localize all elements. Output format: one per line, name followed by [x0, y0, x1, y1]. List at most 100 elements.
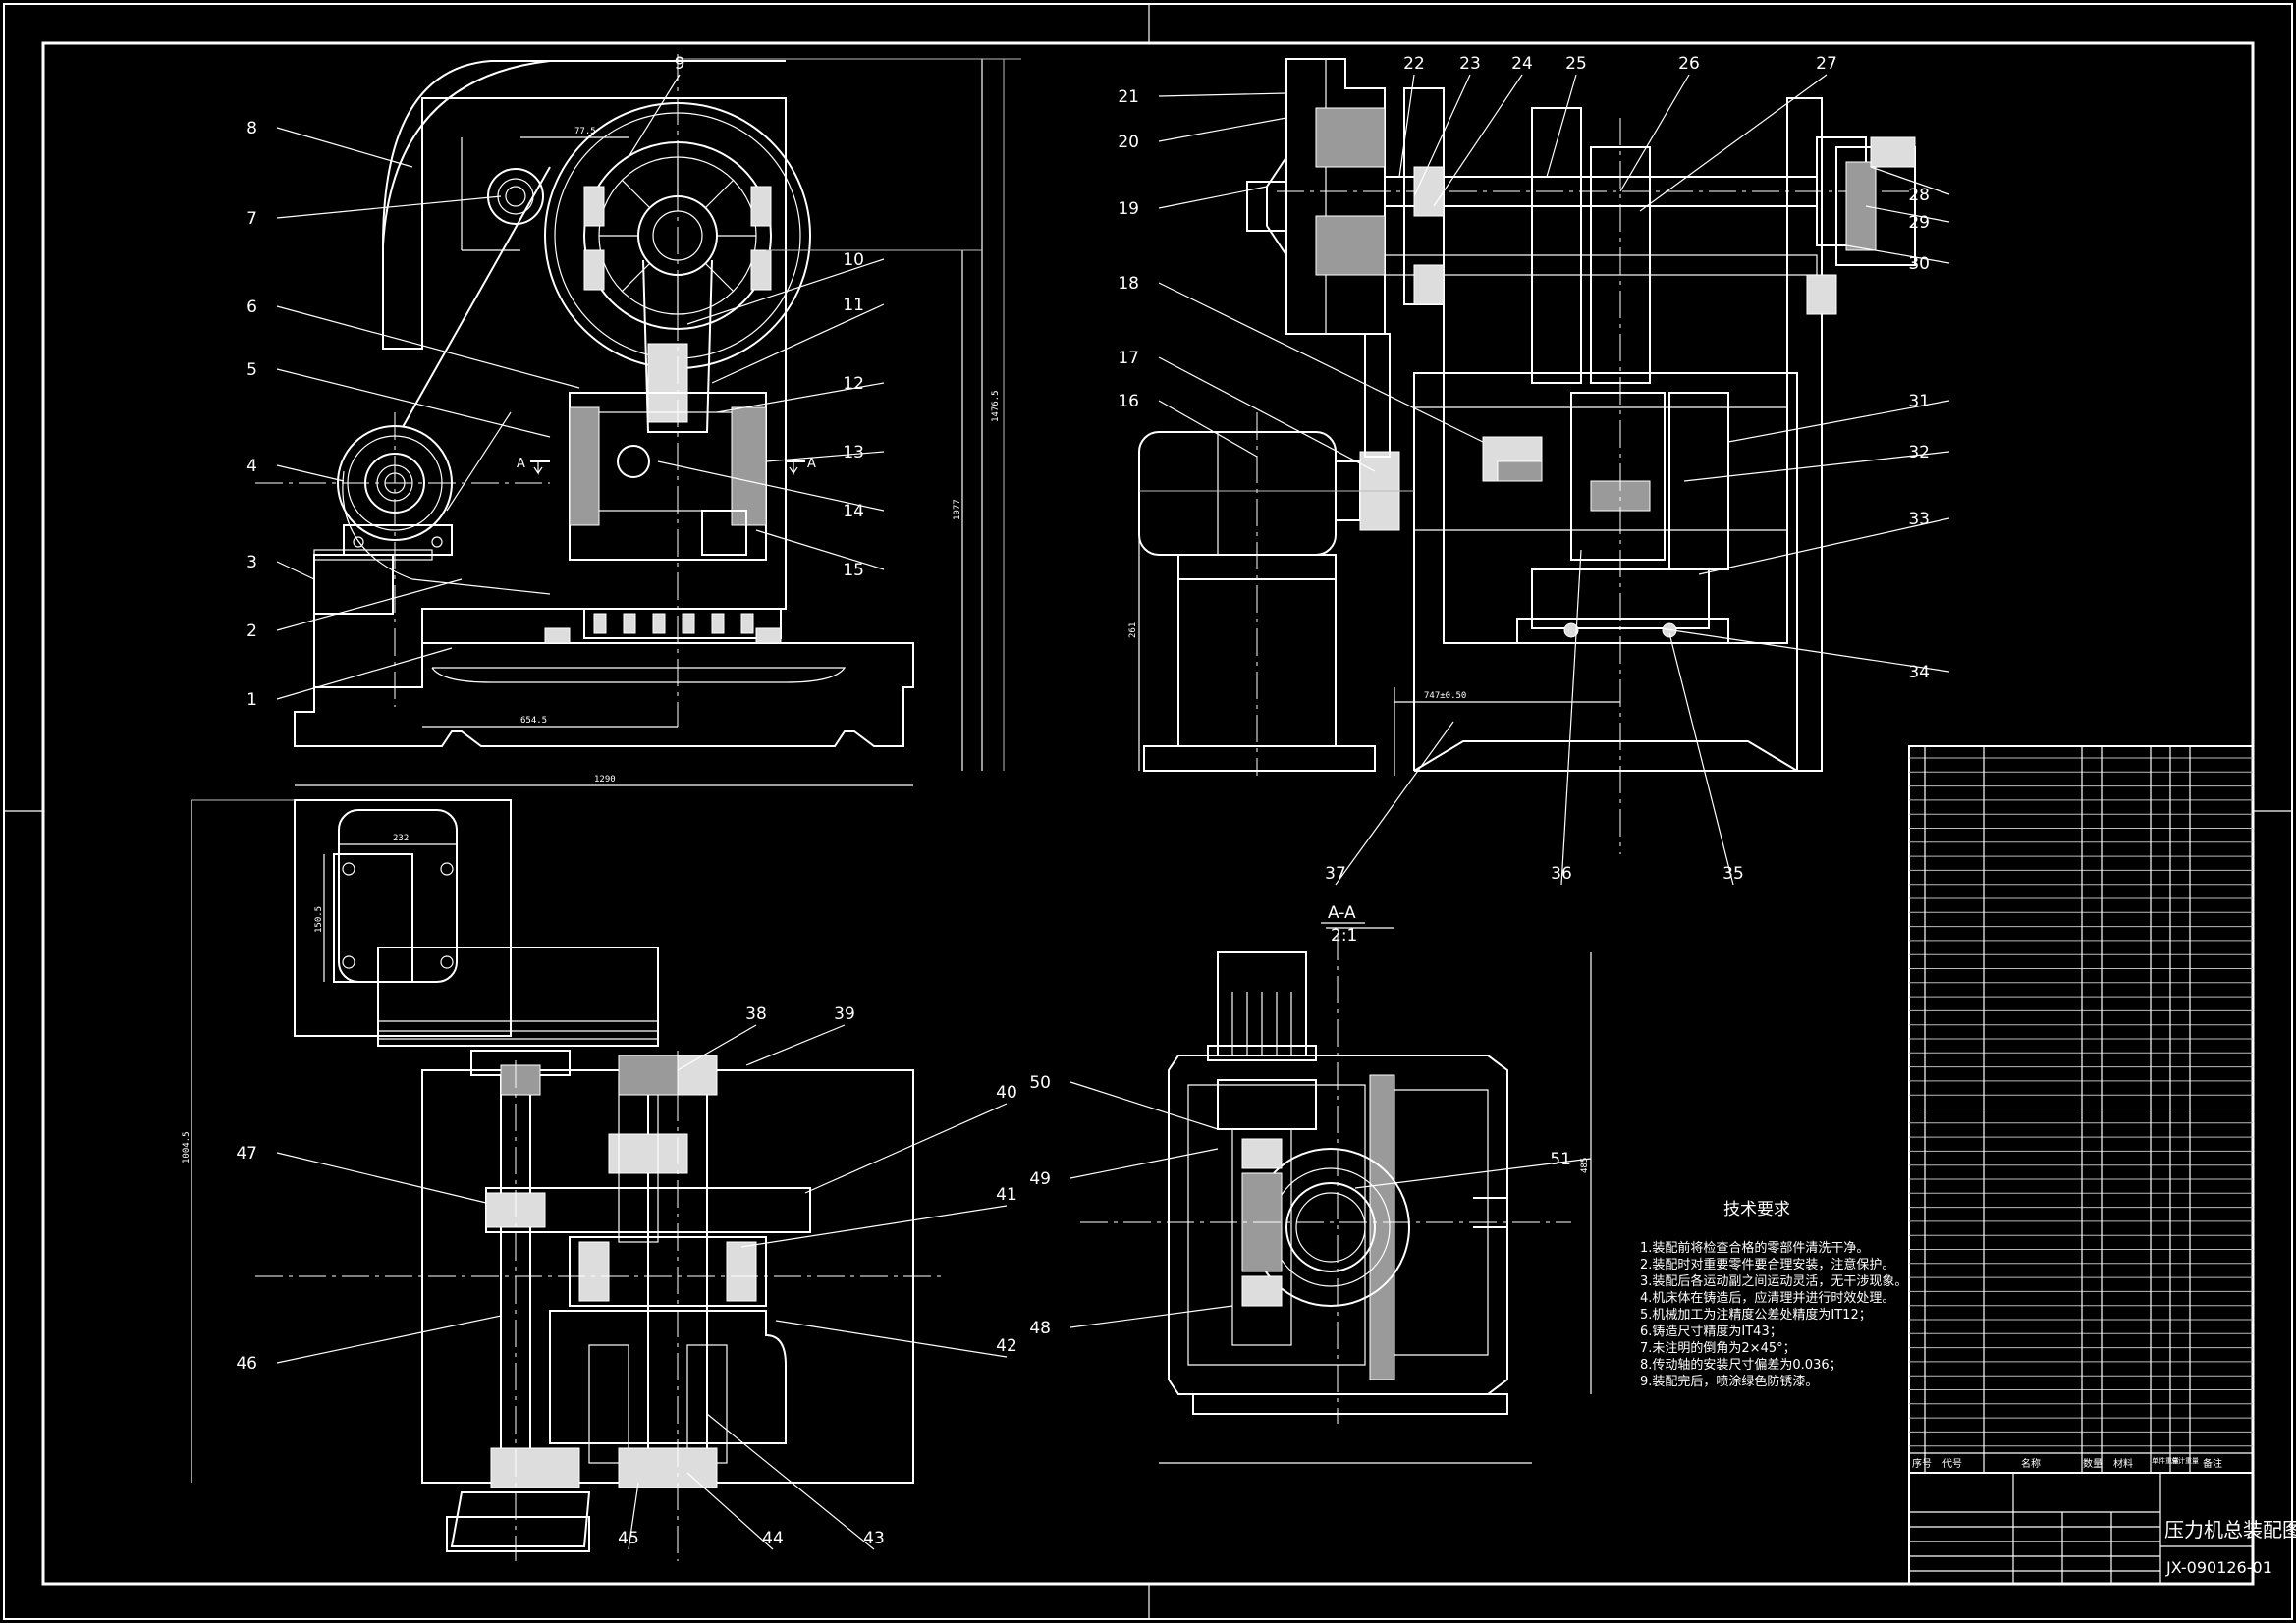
- part-label-18: 18: [1118, 274, 1139, 294]
- leader-line-34: [1659, 627, 1950, 673]
- drawing-name: 压力机总装配图: [2164, 1518, 2296, 1542]
- leader-line-41: [740, 1205, 1008, 1248]
- leader-line-33: [1698, 517, 1950, 575]
- part-label-7: 7: [246, 209, 257, 229]
- part-label-29: 29: [1908, 213, 1930, 233]
- leader-line-19: [1158, 186, 1268, 209]
- leader-line-5: [276, 368, 551, 438]
- plan-view: [191, 799, 943, 1561]
- leader-line-25: [1546, 74, 1577, 178]
- part-label-6: 6: [246, 298, 257, 317]
- part-label-25: 25: [1565, 54, 1587, 74]
- leader-line-42: [775, 1320, 1008, 1358]
- leader-line-13: [765, 451, 885, 462]
- section-mark-right: A: [807, 457, 816, 471]
- part-label-45: 45: [618, 1529, 639, 1548]
- dim-77-5: 77.5: [574, 127, 596, 136]
- part-label-21: 21: [1118, 87, 1139, 107]
- part-label-8: 8: [246, 119, 257, 138]
- bom-header-unit-weight: 单件重量: [2152, 1456, 2179, 1465]
- bom-header-total-weight: 总计重量: [2171, 1456, 2199, 1465]
- leader-line-30: [1845, 244, 1950, 264]
- part-label-46: 46: [236, 1354, 257, 1374]
- bom-header-row: 序号 代号 名称 数量 材料 单件重量 总计重量 备注: [1912, 1456, 2222, 1470]
- tech-requirement-4: 4.机床体在铸造后，应清理并进行时效处理。: [1640, 1290, 1894, 1306]
- tech-requirements-title: 技术要求: [1723, 1200, 1790, 1219]
- part-label-44: 44: [762, 1529, 784, 1548]
- leader-line-12: [716, 382, 885, 413]
- leader-line-44: [686, 1472, 774, 1550]
- tech-requirement-8: 8.传动轴的安装尺寸偏差为0.036；: [1640, 1357, 1842, 1373]
- leader-line-36: [1560, 549, 1582, 886]
- leader-line-21: [1158, 92, 1287, 97]
- part-label-3: 3: [246, 553, 257, 572]
- part-label-22: 22: [1403, 54, 1425, 74]
- bom-table: 序号 代号 名称 数量 材料 单件重量 总计重量 备注: [1908, 745, 2254, 1474]
- leader-line-28: [1870, 166, 1950, 195]
- leader-line-46: [276, 1315, 502, 1364]
- leader-line-16: [1158, 400, 1258, 458]
- leader-line-27: [1639, 74, 1828, 212]
- part-label-39: 39: [834, 1004, 855, 1024]
- dim-1004-5: 1004.5: [182, 1131, 191, 1163]
- bom-header-code: 代号: [1942, 1458, 1962, 1470]
- section-label-name: A-A: [1328, 903, 1356, 923]
- part-label-31: 31: [1908, 392, 1930, 411]
- bom-header-name: 名称: [2021, 1457, 2041, 1470]
- part-label-2: 2: [246, 622, 257, 641]
- tech-requirement-7: 7.未注明的倒角为2×45°；: [1640, 1340, 1796, 1356]
- part-label-4: 4: [246, 457, 257, 476]
- part-label-16: 16: [1118, 392, 1139, 411]
- part-label-15: 15: [843, 561, 864, 580]
- leader-line-47: [276, 1152, 487, 1204]
- leader-line-26: [1619, 74, 1690, 192]
- dim-1077: 1077: [953, 499, 962, 520]
- dim-232: 232: [393, 834, 409, 843]
- leader-line-39: [745, 1024, 846, 1066]
- part-label-41: 41: [996, 1185, 1017, 1205]
- dim-747: 747±0.50: [1424, 691, 1466, 701]
- leader-line-32: [1683, 451, 1950, 482]
- tech-requirements: 技术要求 1.装配前将检查合格的零部件清洗干净。 2.装配时对重要零件要合理安装…: [1640, 1200, 1907, 1389]
- tech-requirement-6: 6.铸造尺寸精度为IT43；: [1640, 1324, 1782, 1339]
- tech-requirement-5: 5.机械加工为注精度公差处精度为IT12；: [1640, 1307, 1872, 1323]
- leader-line-50: [1069, 1081, 1219, 1130]
- leader-line-9: [628, 74, 681, 158]
- leader-line-11: [711, 303, 885, 384]
- part-label-23: 23: [1459, 54, 1481, 74]
- part-label-40: 40: [996, 1083, 1017, 1103]
- leader-line-7: [276, 195, 502, 219]
- dimension-texts: 77.5 1476.5 1077 654.5 1290 1004.5 261 7…: [182, 127, 1590, 1173]
- tech-requirement-1: 1.装配前将检查合格的零部件清洗干净。: [1640, 1240, 1869, 1256]
- leader-line-38: [677, 1024, 757, 1071]
- dim-654-5: 654.5: [520, 716, 547, 726]
- leader-line-22: [1398, 74, 1415, 178]
- part-label-5: 5: [246, 360, 257, 380]
- part-label-19: 19: [1118, 199, 1139, 219]
- part-label-34: 34: [1908, 663, 1930, 682]
- part-label-30: 30: [1908, 254, 1930, 274]
- part-label-27: 27: [1816, 54, 1837, 74]
- part-label-50: 50: [1029, 1073, 1051, 1093]
- part-label-20: 20: [1118, 133, 1139, 152]
- tech-requirement-9: 9.装配完后，喷涂绿色防锈漆。: [1640, 1374, 1818, 1389]
- section-label-scale: 2:1: [1331, 926, 1357, 946]
- leader-line-10: [686, 258, 885, 325]
- part-label-26: 26: [1678, 54, 1700, 74]
- part-label-11: 11: [843, 296, 864, 315]
- leader-line-14: [657, 460, 885, 512]
- dim-150-5: 150.5: [314, 906, 324, 933]
- part-label-49: 49: [1029, 1169, 1051, 1189]
- bom-header-remark: 备注: [2203, 1457, 2222, 1470]
- part-label-48: 48: [1029, 1319, 1051, 1338]
- leader-line-51: [1354, 1158, 1592, 1189]
- leader-line-45: [628, 1482, 639, 1550]
- bom-header-material: 材料: [2113, 1457, 2133, 1470]
- part-label-28: 28: [1908, 186, 1930, 205]
- dim-261: 261: [1128, 622, 1138, 638]
- side-view: [1138, 58, 1916, 854]
- leader-line-3: [276, 561, 315, 580]
- leader-line-8: [276, 127, 413, 168]
